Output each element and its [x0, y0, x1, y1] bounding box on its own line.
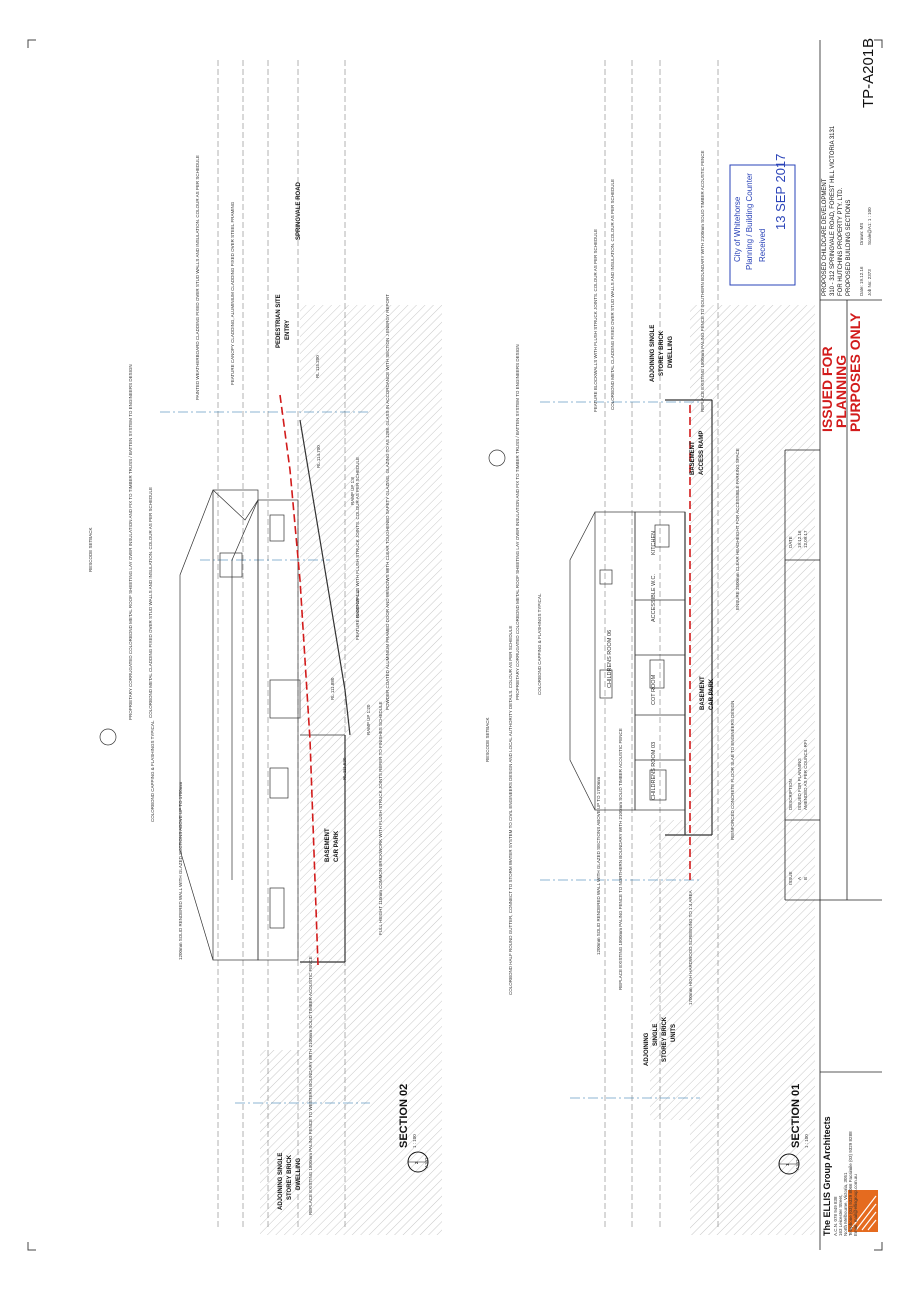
room-label-kitchen: KITCHEN: [651, 530, 657, 555]
springvale-road-label: SPRINGVALE ROAD: [296, 182, 302, 240]
drawing-title: PROPOSED BUILDING SECTIONS: [846, 199, 852, 296]
project-scale: Scale@A1: 1 : 100: [867, 207, 872, 245]
revision-date-header: DATE: [788, 536, 793, 548]
rl-label: RL 115.200: [315, 355, 320, 378]
section02-note-9: POWDER COATED ALUMINIUM FRAMED DOOR AND …: [385, 294, 390, 710]
section01-note-8: COLORBOND HALF ROUND GUTTER, CONNECT TO …: [508, 625, 513, 995]
rescode-setback-label: RESCODE SETBACK: [88, 527, 93, 572]
section-02-title: SECTION 02: [398, 1083, 410, 1148]
section01-note-1: FEATURE BLOCKWALLS WITH FLUSH STRUCK JOI…: [593, 228, 598, 412]
section01-note-4: COLORBOND CAPPING & FLASHINGS TYPICAL: [537, 593, 542, 695]
section-02-drawing: [99, 60, 442, 1235]
basement-carpark-label-2: CAR PARK: [334, 830, 340, 862]
project-address: 310 - 312 SPRINGVALE ROAD, FOREST HILL V…: [830, 125, 836, 296]
section-01-ref-sheet: A102: [795, 1159, 800, 1170]
section02-note-1: PAINTED WEATHERBOARD CLADDING FIXED OVER…: [195, 155, 200, 400]
adjoining-dwelling-label-1: ADJOINING SINGLE: [278, 1152, 284, 1210]
revision-row-2-date: 12.09.17: [803, 530, 808, 548]
section01-note-11: 1700mm HIGH HARDWOOD SCREENING TO 1:4 AR…: [688, 890, 693, 1005]
rl-label: RL 114.700: [316, 445, 321, 468]
firm-email: Email: mail@ellisgroup.com.au: [853, 1174, 858, 1236]
pedestrian-entry-label-2: ENTRY: [285, 319, 291, 340]
basement-ramp-label-2: ACCESS RAMP: [699, 430, 705, 475]
adjoining-units-label-4: UNITS: [671, 1024, 677, 1042]
project-drawn: Drawn: MS: [859, 222, 864, 245]
council-stamp-frame: [729, 164, 796, 286]
revision-row-1-issue: A: [797, 876, 802, 880]
section-01-ref-number: 1: [785, 1163, 790, 1166]
section-02-scale: 1 : 100: [412, 1134, 417, 1148]
planning-notice-line-2: PLANNING: [833, 354, 849, 428]
section02-note-3: PROPRIETARY CORRUGATED COLORBOND METAL R…: [128, 364, 133, 720]
stamp-received: Received: [758, 228, 767, 262]
ground-hatch-section-01: [690, 305, 815, 1235]
firm-name: The ELLIS Group Architects: [822, 1116, 832, 1236]
ramp-label: RAMP UP 1:20: [366, 704, 371, 735]
stamp-date: 13 SEP 2017: [773, 153, 788, 230]
section01-note-3: PROPRIETARY CORRUGATED COLORBOND METAL R…: [515, 344, 520, 700]
project-title: PROPOSED CHILDCARE DEVELOPMENT: [822, 178, 828, 296]
revision-description-header: DESCRIPTION: [788, 779, 793, 810]
rl-label: RL 111.520: [342, 757, 347, 780]
ramp-label: RAMP UP 1:8: [350, 477, 355, 505]
revision-row-1-date: 19.12.16: [797, 530, 802, 548]
adjoining-dwelling-label-2: STOREY BRICK: [287, 1154, 293, 1200]
basement-carpark-label-2: CAR PARK: [709, 678, 715, 710]
existing-ground-line-section-02: [279, 394, 319, 966]
section01-note-6: ENSURE 2500mm CLEAR HEADHEIGHT FOR ACCES…: [735, 448, 740, 610]
section02-note-10: REPLACE EXISTING 1800mm PALING FENCE TO …: [308, 956, 313, 1215]
section01-note-10: REPLACE EXISTING 1800mm PALING FENCE TO …: [618, 728, 623, 990]
drawing-number: TP-A201: [860, 48, 877, 108]
pedestrian-entry-label-1: PEDESTRIAN SITE: [276, 294, 282, 348]
revision-row-1-description: ISSUED FOR PLANNING: [797, 758, 802, 810]
revision-row-2-issue: B: [803, 876, 808, 880]
planning-notice-line-3: PURPOSES ONLY: [847, 312, 863, 432]
section-02-ref-number: 2: [414, 1161, 419, 1164]
section-02-ref-sheet: A102: [424, 1157, 429, 1168]
section-01-drawing: [488, 60, 815, 1235]
stamp-counter: Planning / Building Counter: [745, 173, 754, 270]
basement-carpark-label-1: BASEMENT: [700, 676, 706, 710]
room-label-cot: COT ROOM: [651, 674, 657, 705]
adjoining-dwelling-label-3: DWELLING: [668, 336, 674, 368]
project-client: FOR HUTCHINS PROPERTY PTY. LTD.: [838, 187, 844, 296]
revision-letter: B: [860, 37, 877, 48]
adjoining-units-label-2: SINGLE: [653, 1023, 659, 1046]
section-01-title: SECTION 01: [790, 1083, 802, 1148]
section02-note-2: FEATURE CANOPY CLADDING, ALUMINIUM CLADD…: [230, 201, 235, 385]
adjoining-units-label-3: STOREY BRICK: [662, 1016, 668, 1062]
planning-notice-line-1: ISSUED FOR: [819, 346, 835, 432]
crop-marks: [27, 39, 883, 1251]
revision-row-2-description: AMENDED AS PER COUNCIL RFI: [803, 740, 808, 810]
basement-ramp-label-1: BASEMENT: [690, 441, 696, 475]
adjoining-dwelling-label-1: ADJOINING SINGLE: [650, 324, 656, 382]
section01-note-9: 1200mm SOLID RENDERED WALL WITH GLAZED S…: [596, 776, 601, 955]
ramp-label: RAMP UP 1:4: [355, 590, 360, 618]
section02-note-5: COLORBOND CAPPING & FLASHINGS TYPICAL: [150, 720, 155, 822]
title-block-frame: [784, 40, 882, 1250]
room-label-childrens-06: CHILDRENS ROOM 06: [607, 629, 613, 688]
revision-issue-header: ISSUE: [788, 871, 793, 885]
section01-note-2: COLORBOND METAL CLADDING FIXED OVER STUD…: [610, 178, 615, 410]
section01-note-7: REINFORCED CONCRETE FLOOR SLAB TO ENGINE…: [730, 700, 735, 840]
section02-note-4: COLORBOND METAL CLADDING FIXED OVER STUD…: [148, 486, 153, 718]
section-01-scale: 1 : 100: [804, 1134, 809, 1148]
project-job-number: Job No: 2373: [867, 269, 872, 296]
stamp-council-name: City of Whitehorse: [733, 196, 742, 262]
room-label-childrens-03: CHILDRENS ROOM 03: [651, 741, 657, 800]
basement-carpark-label-1: BASEMENT: [325, 828, 331, 862]
adjoining-units-label-1: ADJOINING: [644, 1032, 650, 1066]
rl-label: RL 111.880: [330, 677, 335, 700]
section02-note-7: FULL HEIGHT 110mm COMMON BRICKWORK WITH …: [378, 701, 383, 935]
adjoining-dwelling-label-2: STOREY BRICK: [659, 330, 665, 376]
ground-hatch-section-02: [300, 305, 442, 1235]
ellis-group-logo: [848, 1190, 878, 1232]
adjoining-dwelling-label-3: DWELLING: [296, 1158, 302, 1190]
room-label-accessible-wc: ACCESSIBLE W.C.: [651, 574, 657, 622]
project-date: Date: 19.12.16: [859, 266, 864, 296]
section01-note-5: REPLACE EXISTING 1800mm PALING FENCE TO …: [700, 150, 705, 412]
section02-note-6: 1200mm SOLID RENDERED WALL WITH GLAZED S…: [178, 781, 183, 960]
rescode-setback-label: RESCODE SETBACK: [485, 717, 490, 762]
